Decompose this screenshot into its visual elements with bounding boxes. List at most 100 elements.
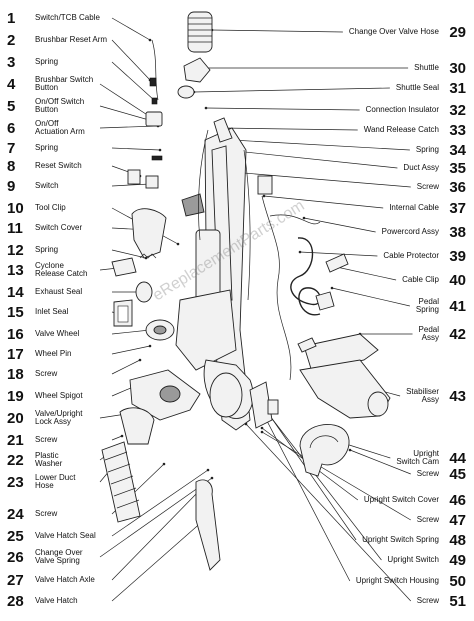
part-name: Exhaust Seal [35, 286, 83, 296]
part-number: 43 [449, 387, 466, 405]
part-number: 7 [7, 139, 16, 157]
part-name: Tool Clip [35, 202, 66, 212]
part-number: 1 [7, 9, 16, 27]
part-name: Screw [35, 508, 58, 518]
part-number: 28 [7, 592, 24, 610]
valve-hatch [195, 479, 221, 571]
part-name: Shuttle [414, 62, 439, 72]
part-name: Change Over Valve Spring [35, 547, 83, 565]
part-number: 12 [7, 241, 24, 259]
part-number: 42 [449, 325, 466, 343]
part-number: 41 [449, 297, 466, 315]
part-name: Valve Wheel [35, 328, 80, 338]
part-name: Spring [35, 56, 59, 66]
valve-wheel [145, 319, 175, 341]
part-name: Cyclone Release Catch [35, 260, 88, 278]
part-label-13: 13 Cyclone Release Catch [7, 261, 87, 279]
part-name: Screw [35, 368, 58, 378]
part-name: Switch Cover [35, 222, 83, 232]
part-number: 24 [7, 505, 24, 523]
part-number: 37 [449, 199, 466, 217]
part-number: 39 [449, 247, 466, 265]
part-label-30: Shuttle 30 [414, 59, 466, 77]
duct-assy-parts [257, 175, 321, 381]
part-number: 13 [7, 261, 24, 279]
upright-switch-housing [249, 381, 279, 429]
part-number: 38 [449, 223, 466, 241]
part-name: Brushbar Switch Button [35, 74, 94, 92]
part-number: 14 [7, 283, 24, 301]
part-label-14: 14 Exhaust Seal [7, 283, 82, 301]
part-number: 23 [7, 473, 24, 491]
part-name: Screw [35, 434, 58, 444]
part-name: Spring [415, 144, 439, 154]
part-name: Valve/Upright Lock Assy [35, 408, 83, 426]
part-number: 49 [449, 551, 466, 569]
part-label-1: 1 Switch/TCB Cable [7, 9, 100, 27]
part-name: Spring [35, 142, 59, 152]
part-name: Valve Hatch [35, 595, 78, 605]
part-name: Switch/TCB Cable [35, 12, 100, 22]
part-number: 32 [449, 101, 466, 119]
part-name: Upright Switch Spring [362, 534, 439, 544]
part-name: Shuttle Seal [395, 82, 439, 92]
seals [113, 281, 153, 327]
part-label-3: 3 Spring [7, 53, 58, 71]
part-name: Upright Switch Cam [396, 448, 439, 466]
part-name: Upright Switch Cover [363, 494, 439, 504]
part-label-24: 24 Screw [7, 505, 57, 523]
part-number: 5 [7, 97, 16, 115]
part-label-28: 28 Valve Hatch [7, 592, 78, 610]
valve-lock-assy [119, 369, 201, 445]
part-number: 22 [7, 451, 24, 469]
part-name: Wand Release Catch [363, 124, 439, 134]
part-number: 36 [449, 178, 466, 196]
part-number: 51 [449, 592, 466, 610]
part-name: Screw [416, 595, 439, 605]
part-name: Duct Assy [403, 162, 439, 172]
switch-small-parts [127, 39, 163, 189]
part-number: 3 [7, 53, 16, 71]
part-name: On/Off Actuation Arm [35, 118, 85, 136]
part-number: 17 [7, 345, 24, 363]
part-number: 30 [449, 59, 466, 77]
part-label-20: 20 Valve/Upright Lock Assy [7, 409, 82, 427]
part-name: Lower Duct Hose [35, 472, 76, 490]
part-number: 26 [7, 548, 24, 566]
part-name: Pedal Spring [415, 296, 439, 314]
part-number: 4 [7, 75, 16, 93]
part-number: 20 [7, 409, 24, 427]
upright-body [175, 117, 254, 431]
part-name: Spring [35, 244, 59, 254]
part-label-41: Pedal Spring 41 [416, 297, 466, 315]
change-over-valve-hose [187, 11, 213, 53]
part-name: Reset Switch [35, 160, 82, 170]
cyclone-release-catch [111, 253, 157, 277]
part-label-51: Screw 51 [417, 592, 466, 610]
part-name: Internal Cable [389, 202, 439, 212]
lower-duct-hose [101, 441, 141, 523]
upright-switch-cam [299, 424, 350, 477]
part-number: 9 [7, 177, 16, 195]
part-name: Cable Protector [383, 250, 439, 260]
stabiliser-assy [299, 359, 391, 419]
part-label-26: 26 Change Over Valve Spring [7, 548, 83, 566]
